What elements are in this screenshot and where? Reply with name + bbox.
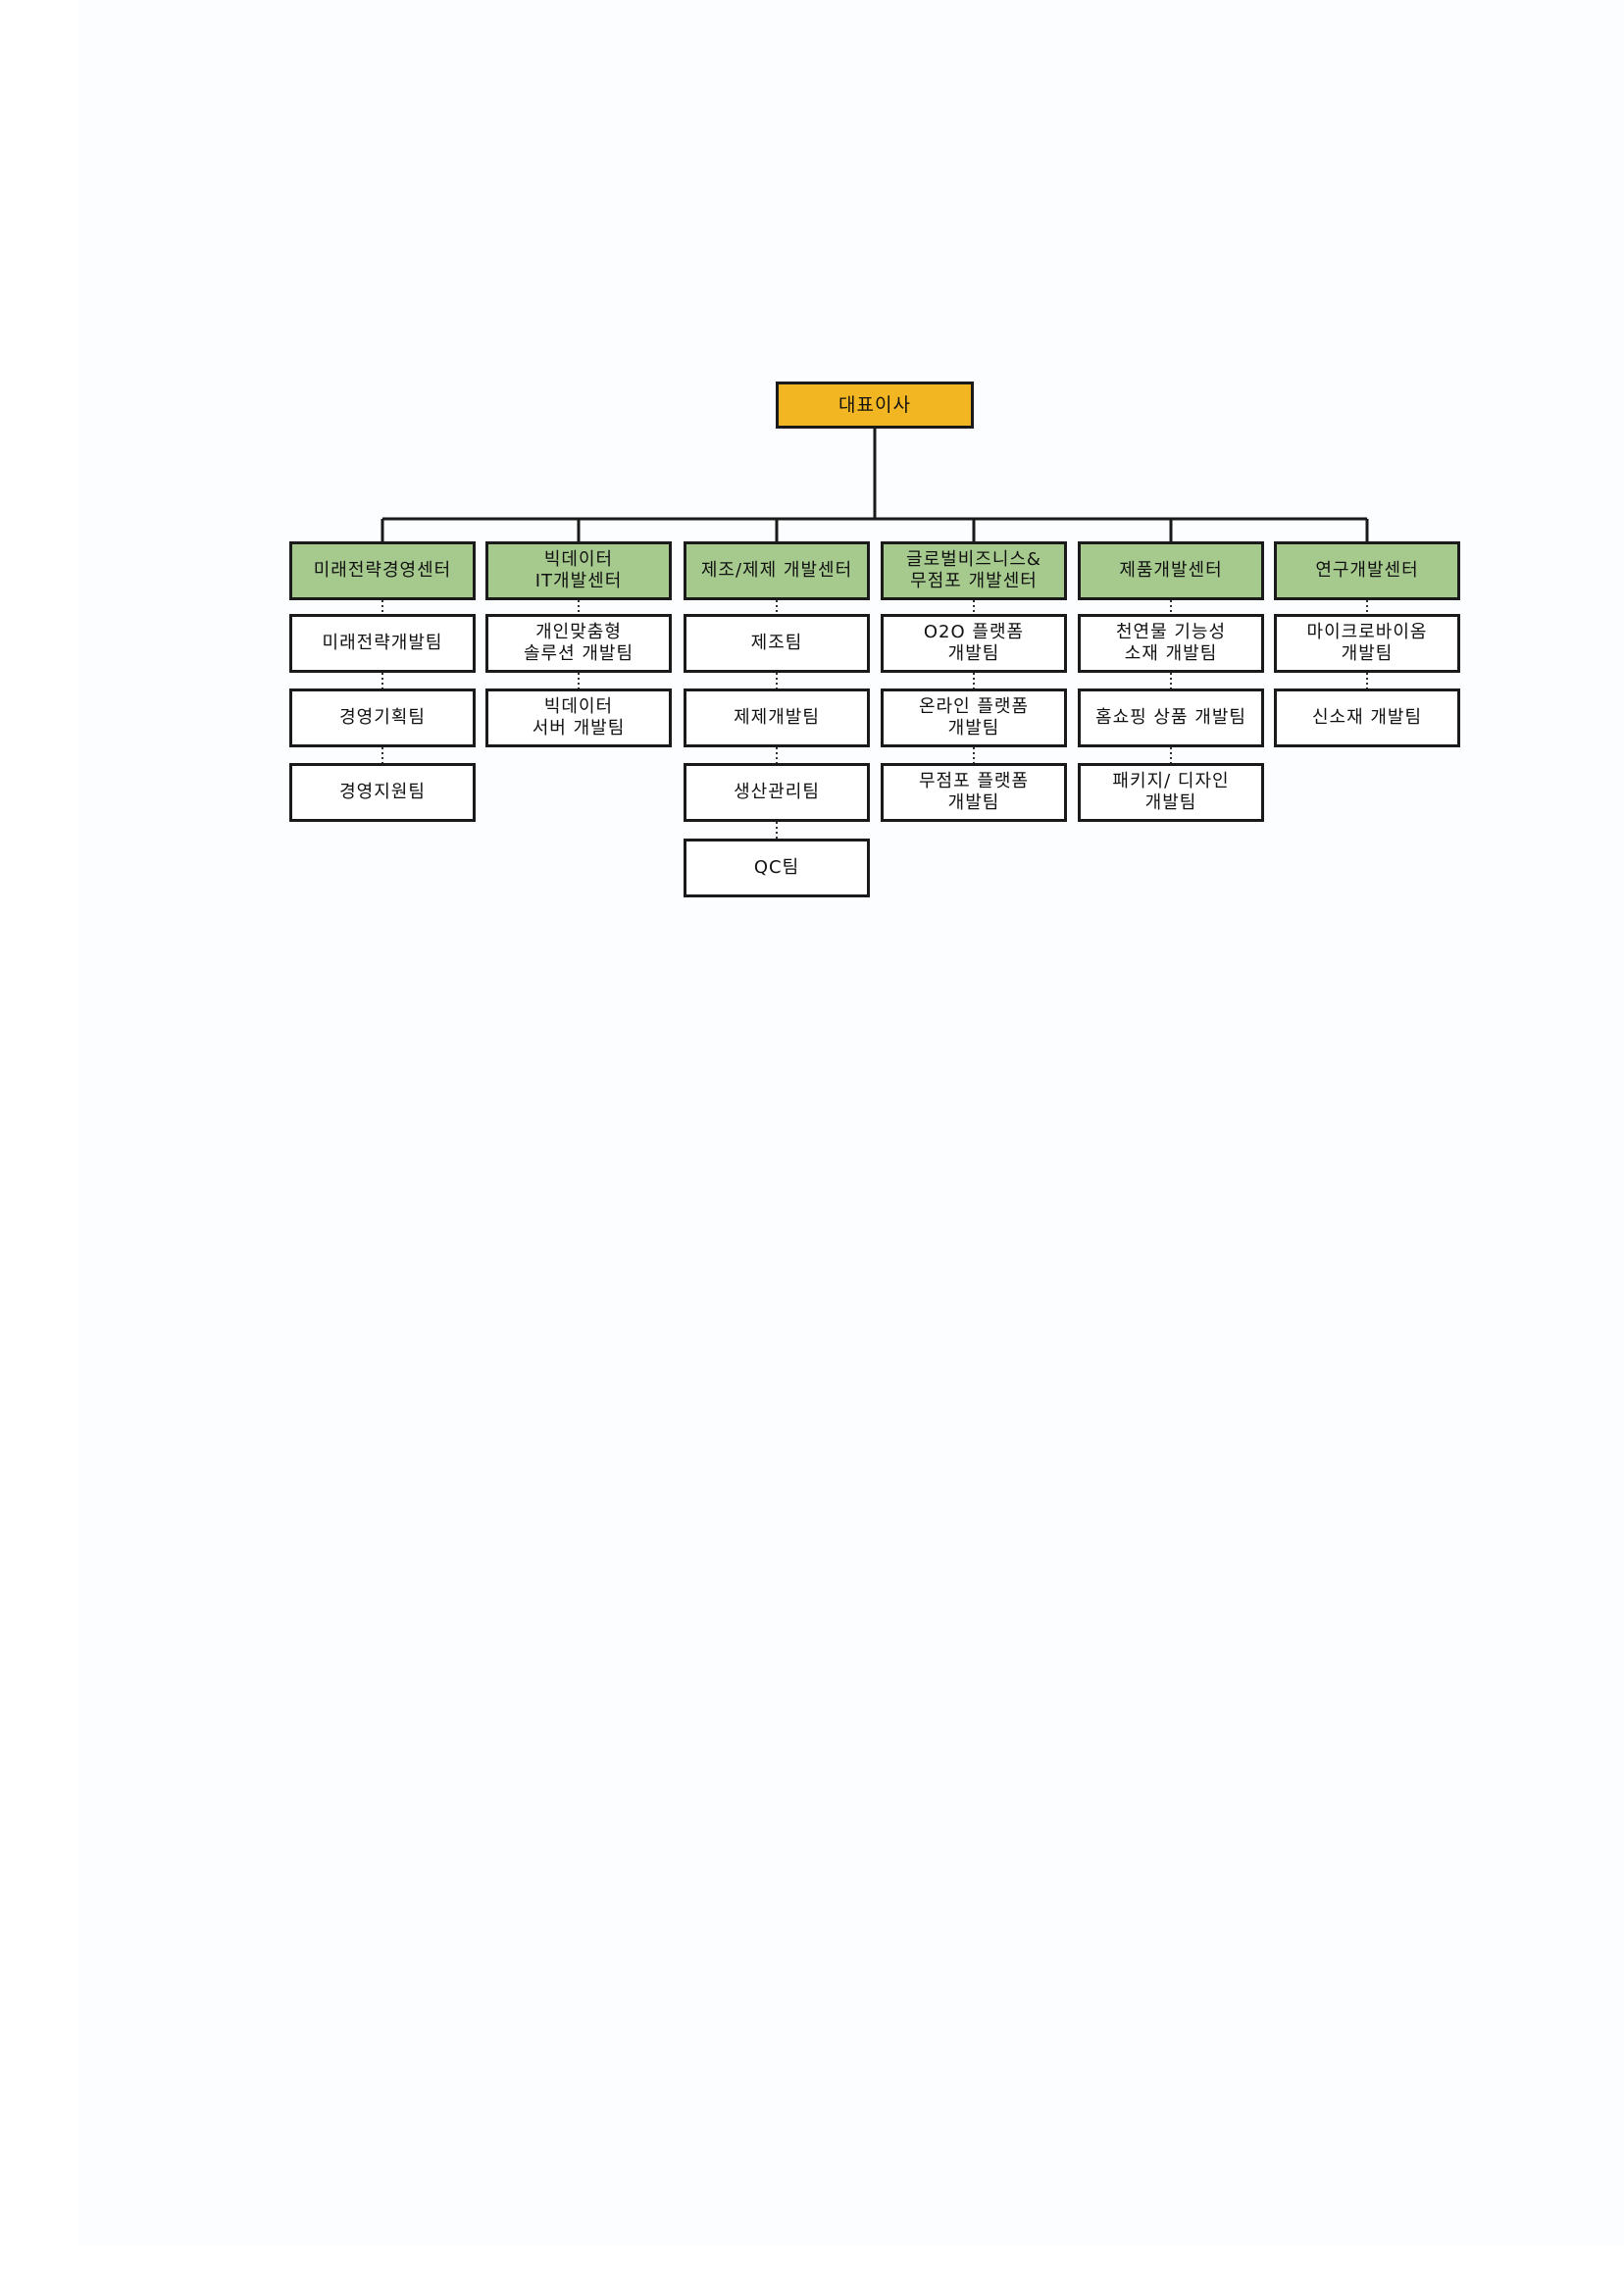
- center-box-2: 빅데이터 IT개발센터: [485, 541, 672, 600]
- team-box: 홈쇼핑 상품 개발팀: [1078, 688, 1264, 747]
- team-box: O2O 플랫폼 개발팀: [881, 614, 1067, 673]
- team-box: 마이크로바이옴 개발팀: [1274, 614, 1460, 673]
- center-box-3: 제조/제제 개발센터: [684, 541, 870, 600]
- center-box-5: 제품개발센터: [1078, 541, 1264, 600]
- team-box: 제조팀: [684, 614, 870, 673]
- team-box: 온라인 플랫폼 개발팀: [881, 688, 1067, 747]
- team-box: 천연물 기능성 소재 개발팀: [1078, 614, 1264, 673]
- center-box-1: 미래전략경영센터: [289, 541, 476, 600]
- team-box: QC팀: [684, 839, 870, 897]
- team-box: 빅데이터 서버 개발팀: [485, 688, 672, 747]
- team-box: 개인맞춤형 솔루션 개발팀: [485, 614, 672, 673]
- center-box-4: 글로벌비즈니스& 무점포 개발센터: [881, 541, 1067, 600]
- ceo-box: 대표이사: [776, 382, 974, 429]
- team-box: 무점포 플랫폼 개발팀: [881, 763, 1067, 822]
- team-box: 경영지원팀: [289, 763, 476, 822]
- team-box: 경영기획팀: [289, 688, 476, 747]
- center-box-6: 연구개발센터: [1274, 541, 1460, 600]
- document-page: [78, 0, 1624, 2246]
- team-box: 제제개발팀: [684, 688, 870, 747]
- team-box: 미래전략개발팀: [289, 614, 476, 673]
- team-box: 신소재 개발팀: [1274, 688, 1460, 747]
- team-box: 생산관리팀: [684, 763, 870, 822]
- team-box: 패키지/ 디자인 개발팀: [1078, 763, 1264, 822]
